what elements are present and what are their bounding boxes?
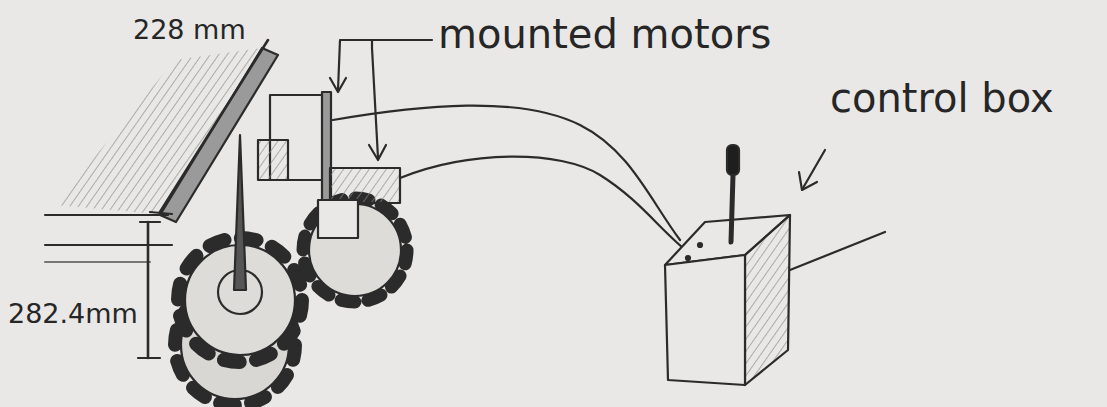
cable xyxy=(790,232,885,270)
arrow-head xyxy=(799,172,817,190)
joystick xyxy=(731,175,733,242)
leader-line xyxy=(372,40,378,158)
shelf-line xyxy=(45,214,168,216)
wire xyxy=(400,157,688,252)
motor xyxy=(318,200,358,238)
part-label: control box xyxy=(830,78,1054,118)
shaft xyxy=(234,135,246,290)
dimension-label: 228 mm xyxy=(133,16,246,43)
dimension-line xyxy=(147,222,150,358)
box-side xyxy=(745,215,790,385)
motor xyxy=(258,140,288,180)
button xyxy=(698,243,702,247)
gear-teeth xyxy=(303,198,407,302)
dimension-tick xyxy=(150,212,172,214)
leader-line xyxy=(338,40,432,90)
slanted-panel xyxy=(160,48,278,222)
dimension-line xyxy=(160,40,268,212)
box-front xyxy=(665,255,745,385)
shelf-line xyxy=(45,261,150,263)
dimension-tick xyxy=(140,221,160,223)
dimension-tick xyxy=(138,357,160,359)
joystick-knob xyxy=(727,145,739,175)
dimension-label: 282.4mm xyxy=(8,300,138,327)
part-label: mounted motors xyxy=(438,14,771,54)
button xyxy=(686,256,690,260)
arrow-head xyxy=(330,78,346,92)
motor xyxy=(330,168,400,203)
shelf-line xyxy=(45,244,172,246)
arrow-head xyxy=(369,145,386,160)
wire xyxy=(333,106,680,240)
leader-line xyxy=(803,150,825,188)
